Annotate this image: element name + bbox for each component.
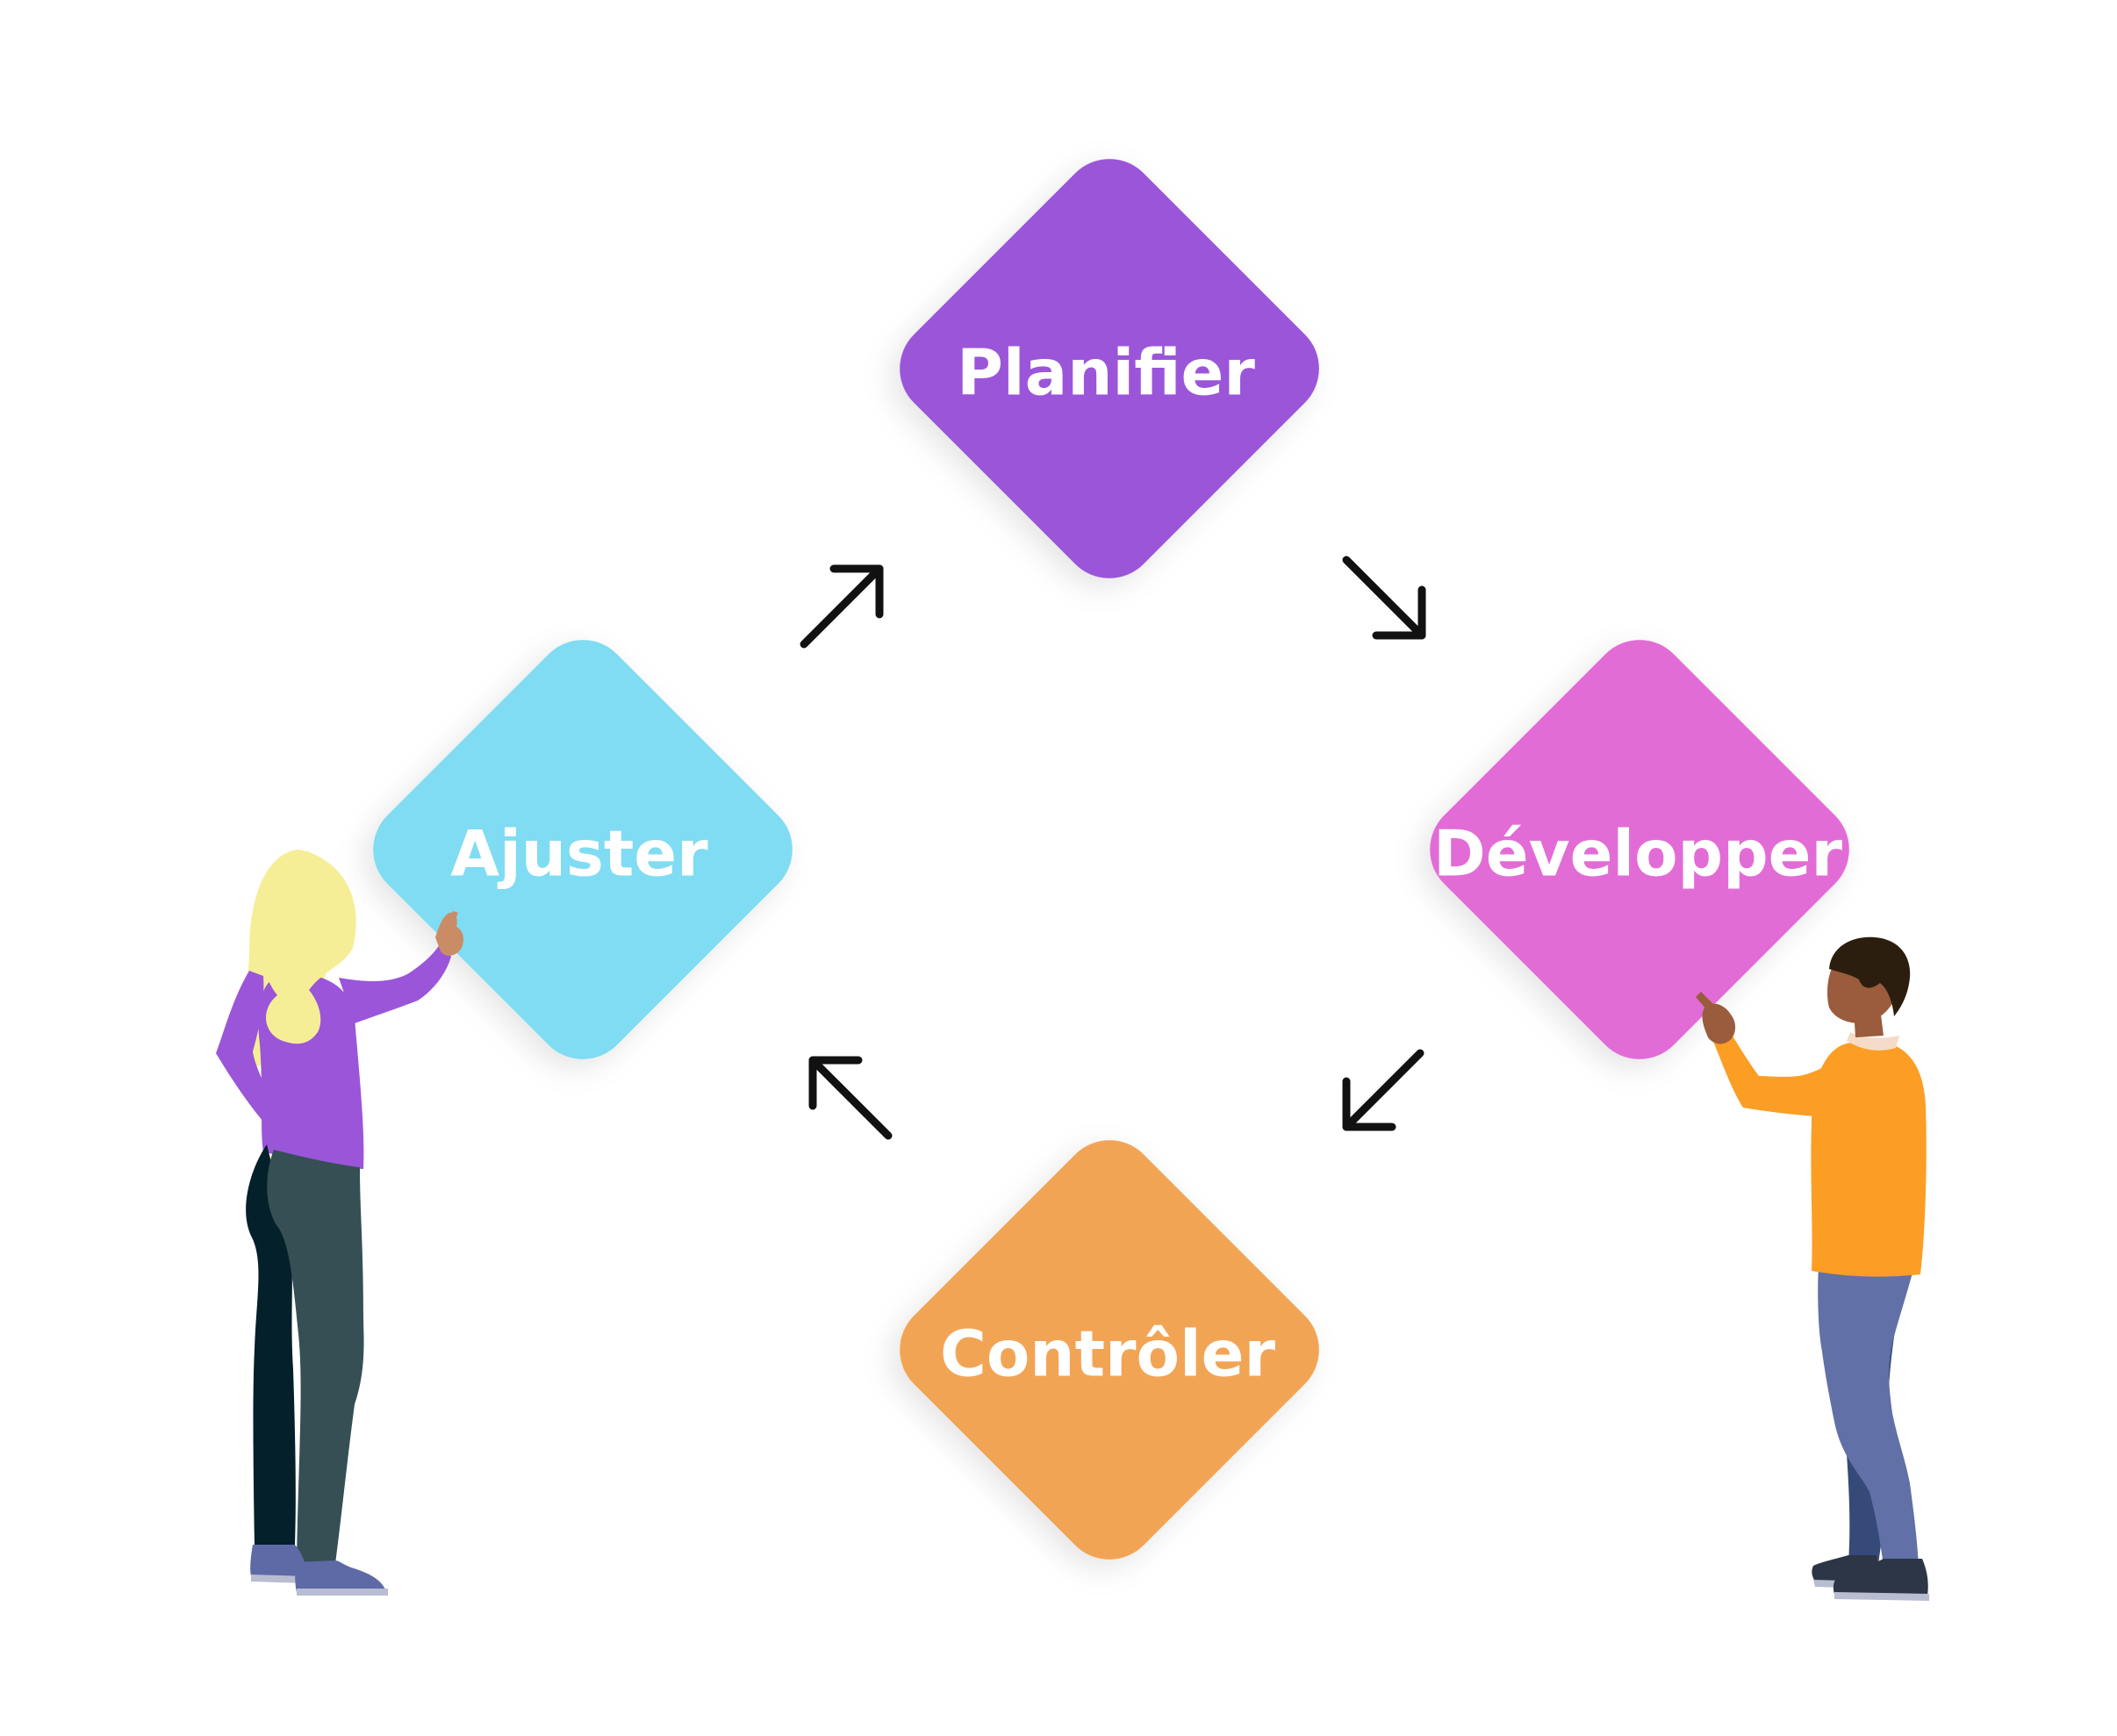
- plan-label: Planifier: [957, 336, 1255, 410]
- adjust-diamond: [373, 640, 793, 1059]
- arrow-develop-to-check-icon: [1342, 1049, 1424, 1131]
- woman-pointing-illustration-icon: [216, 850, 463, 1596]
- step-develop: Développer: [1430, 640, 1849, 1059]
- step-plan: Planifier: [900, 159, 1319, 578]
- arrow-check-to-adjust-icon: [808, 1056, 893, 1140]
- develop-label: Développer: [1433, 817, 1842, 891]
- check-diamond: [900, 1140, 1319, 1560]
- plan-diamond: [900, 159, 1319, 578]
- check-label: Contrôler: [940, 1317, 1275, 1391]
- arrow-adjust-to-plan-icon: [800, 564, 884, 649]
- develop-diamond: [1430, 640, 1849, 1059]
- step-check: Contrôler: [900, 1140, 1319, 1560]
- man-pointing-illustration-icon: [1696, 936, 1929, 1601]
- step-adjust: Ajuster: [373, 640, 793, 1059]
- arrow-plan-to-develop-icon: [1342, 556, 1426, 640]
- adjust-label: Ajuster: [450, 817, 708, 891]
